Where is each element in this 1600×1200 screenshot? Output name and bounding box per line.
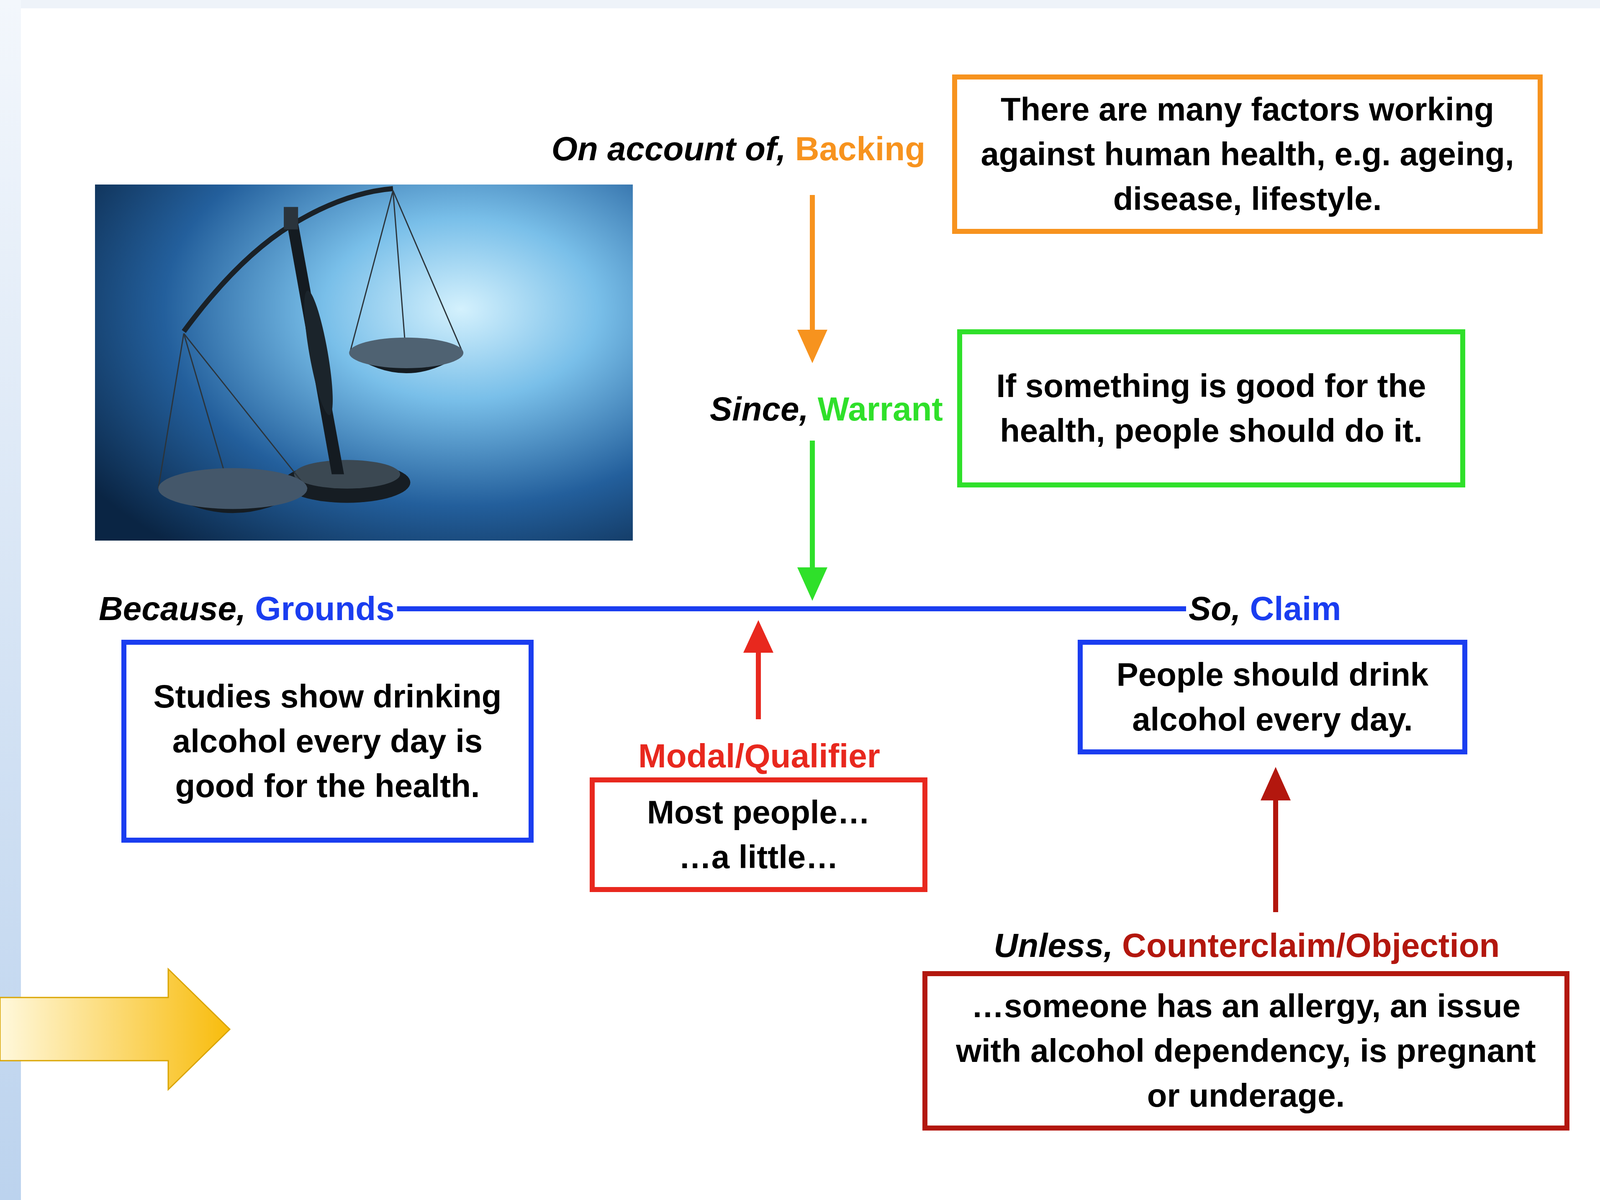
- qualifier-arrow-head: [743, 620, 774, 653]
- scales-pan-rim: [349, 337, 464, 369]
- qualifier-arrow-shaft: [755, 651, 761, 720]
- heading-term: Warrant: [817, 390, 943, 428]
- scales-string: [392, 190, 407, 359]
- warrant-arrow-shaft: [809, 440, 815, 570]
- heading-lead: Unless,: [993, 927, 1114, 965]
- box-text: …someone has an allergy, an issue with a…: [937, 983, 1555, 1119]
- scales-pan-rim: [158, 468, 308, 510]
- connector: [797, 195, 828, 364]
- heading-lead: Because,: [98, 590, 246, 628]
- scales-photo: [95, 184, 633, 541]
- argument-box: Since,WarrantIf something is good for th…: [957, 329, 1466, 488]
- connector-line: [809, 195, 815, 333]
- scales-post-bulge: [298, 289, 339, 417]
- scales-pivot: [283, 207, 298, 230]
- argument-box: So,ClaimPeople should drink alcohol ever…: [1077, 639, 1468, 755]
- box-heading: Since,Warrant: [709, 388, 943, 431]
- heading-term: Counterclaim/Objection: [1122, 927, 1500, 965]
- heading-term: Modal/Qualifier: [638, 737, 881, 775]
- box-text: Studies show drinking alcohol every day …: [136, 674, 519, 809]
- heading-lead: On account of,: [551, 130, 786, 168]
- top-strip: [0, 0, 1600, 9]
- heading-term: Backing: [795, 130, 926, 168]
- scales-post: [285, 217, 345, 475]
- box-heading: Because,Grounds: [98, 588, 395, 630]
- yellow-arrow: [0, 969, 230, 1090]
- connector-line: [397, 606, 1187, 612]
- warrant-arrow-head: [797, 567, 828, 601]
- argument-box: Unless,Counterclaim/Objection…someone ha…: [922, 971, 1570, 1131]
- scales-base-top: [293, 459, 401, 489]
- heading-lead: So,: [1188, 590, 1241, 628]
- scales-string: [158, 333, 184, 489]
- box-text: If something is good for the health, peo…: [972, 363, 1451, 454]
- scales-string: [350, 190, 393, 352]
- connector: [397, 608, 1187, 610]
- photo-ground: [95, 184, 633, 541]
- box-text: There are many factors working against h…: [967, 87, 1528, 222]
- box-text: Most people…: [604, 790, 913, 835]
- box-heading: Unless,Counterclaim/Objection: [993, 924, 1500, 967]
- connector: [1260, 767, 1291, 913]
- box-heading: So,Claim: [1188, 588, 1341, 630]
- arrow-head: [1260, 767, 1291, 801]
- box-text: People should drink alcohol every day.: [1092, 652, 1453, 743]
- heading-term: Grounds: [254, 590, 395, 628]
- heading-term: Claim: [1249, 590, 1341, 628]
- scales-string: [183, 333, 308, 489]
- box-heading: Modal/Qualifier: [638, 735, 881, 778]
- argument-box: On account of,BackingThere are many fact…: [952, 74, 1543, 234]
- argument-box: Modal/QualifierMost people……a little…: [589, 777, 928, 893]
- box-heading: On account of,Backing: [551, 128, 926, 170]
- box-text: …a little…: [604, 834, 913, 880]
- connector-line: [1273, 798, 1279, 913]
- argument-box: Because,GroundsStudies show drinking alc…: [121, 639, 534, 843]
- heading-lead: Since,: [709, 390, 809, 428]
- arrow-head: [797, 329, 828, 364]
